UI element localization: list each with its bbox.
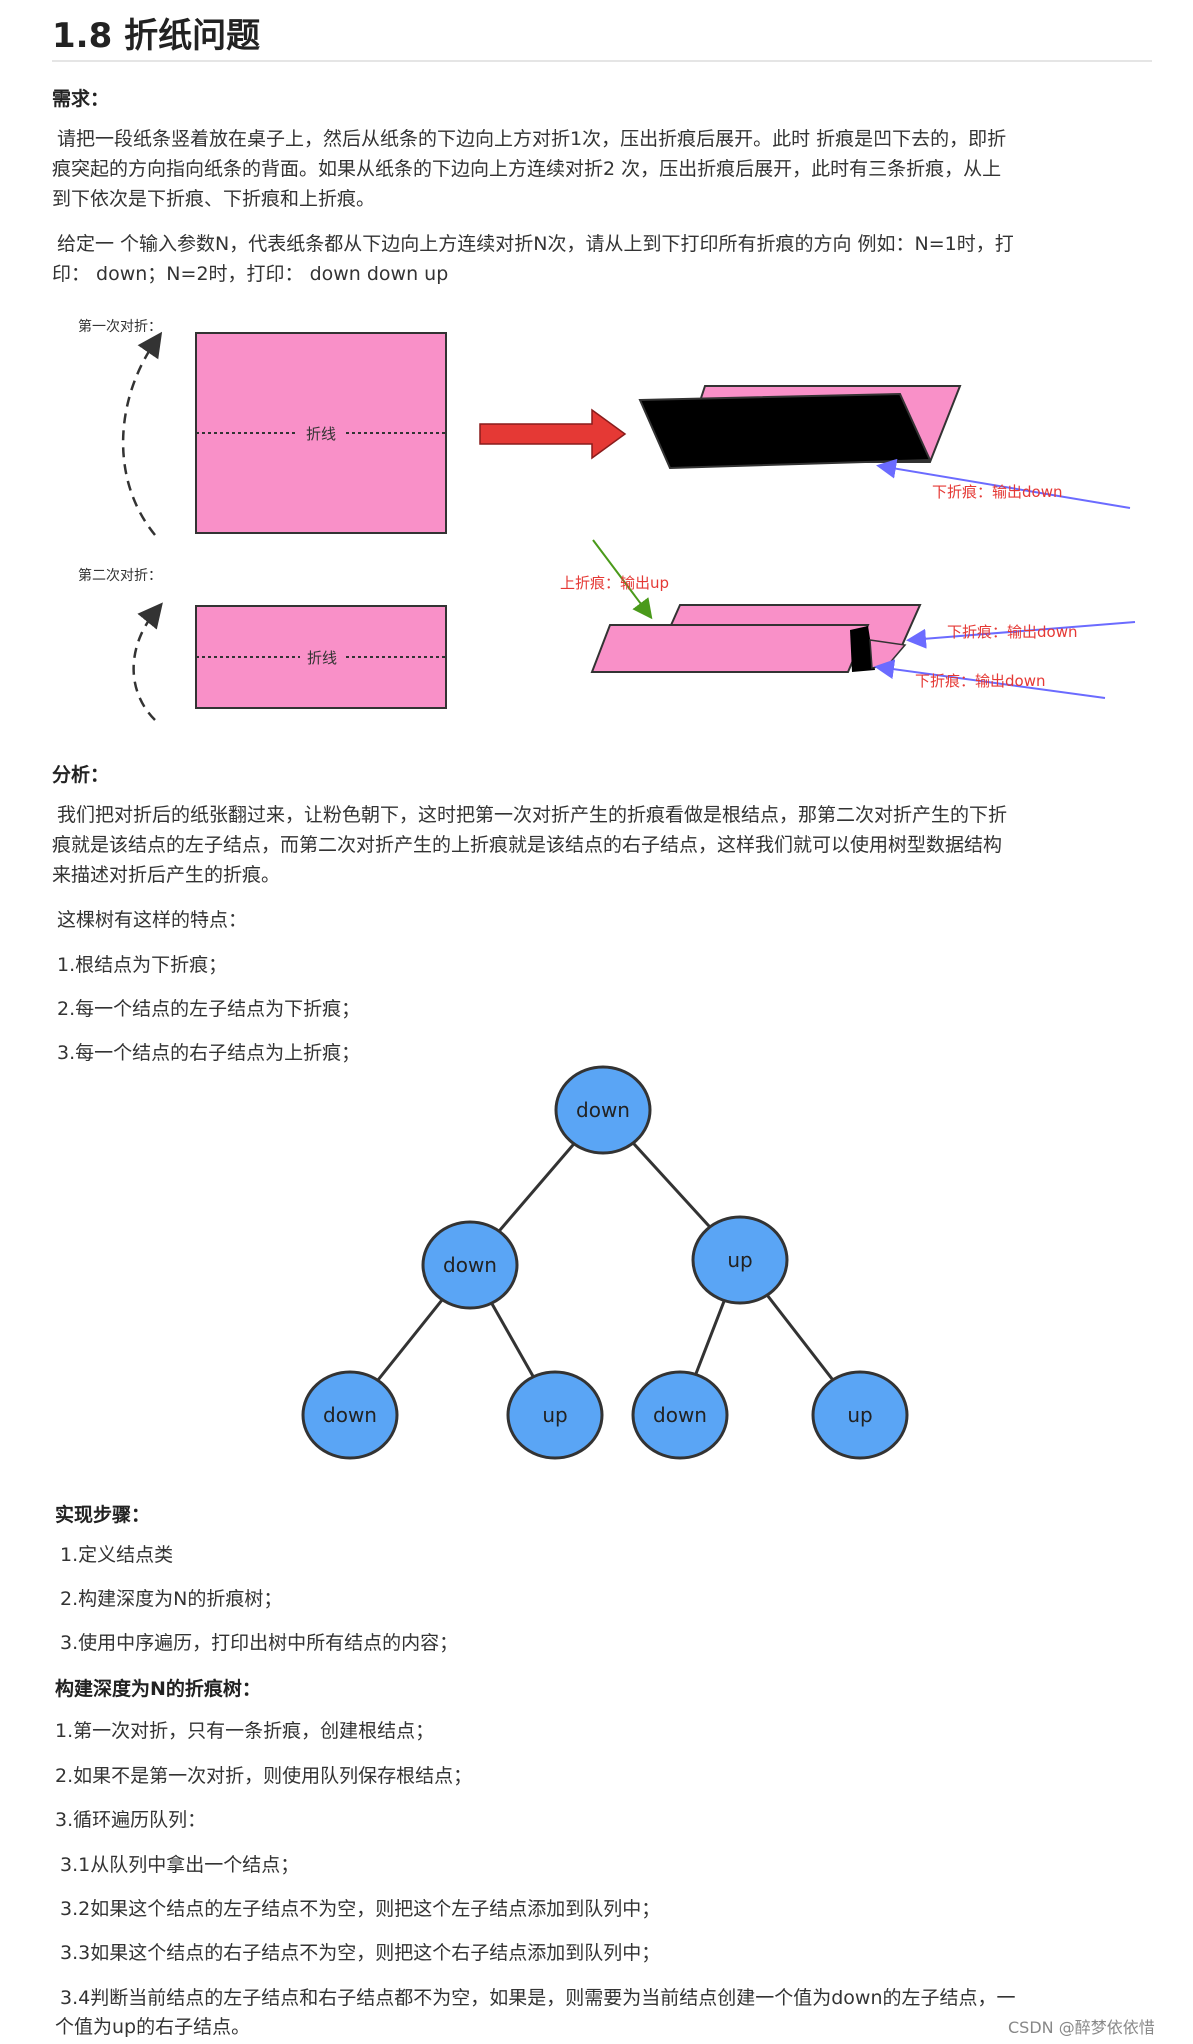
- down-crease-arrow-2: [906, 621, 1136, 649]
- step-2: 2.构建深度为N的折痕树；: [60, 1588, 283, 1610]
- requirement-line-3: 到下依次是下折痕、下折痕和上折痕。: [52, 188, 376, 210]
- requirement-example-line-2: 印： down；N=2时，打印： down down up: [52, 263, 449, 285]
- requirement-line-2: 痕突起的方向指向纸条的背面。如果从纸条的下边向上方连续对折2 次，压出折痕后展开…: [52, 158, 1002, 180]
- tree-node-rr-label: up: [847, 1403, 872, 1427]
- up-crease-arrow: [592, 539, 653, 620]
- down-crease-arrow-3: [874, 659, 1106, 699]
- build-3-1: 3.1从队列中拿出一个结点；: [60, 1854, 300, 1876]
- down-crease-label-3: 下折痕：输出down: [915, 672, 1045, 690]
- feature-2: 2.每一个结点的左子结点为下折痕；: [57, 998, 361, 1020]
- tree-node-right: [691, 1215, 789, 1305]
- features-intro: 这棵树有这样的特点：: [57, 909, 248, 931]
- tree-node-ll-label: down: [323, 1403, 377, 1427]
- folding-figure: 折线 下折痕：输出down 折线 上折痕：输出up 下折痕：输出down 下折痕…: [121, 331, 1136, 721]
- tree-node-rl-label: down: [653, 1403, 707, 1427]
- down-crease-arrow-1: [876, 458, 1131, 509]
- analysis-line-1: 我们把对折后的纸张翻过来，让粉色朝下，这时把第一次对折产生的折痕看做是根结点，那…: [57, 804, 1008, 826]
- tree-node-lr-label: up: [542, 1403, 567, 1427]
- analysis-heading: 分析：: [52, 764, 110, 786]
- title-divider: [52, 60, 1152, 62]
- up-crease-label: 上折痕：输出up: [560, 574, 669, 592]
- tree-node-lr: [506, 1370, 604, 1460]
- build-3-4-line-1: 3.4判断当前结点的左子结点和右子结点都不为空，如果是，则需要为当前结点创建一个…: [60, 1987, 1016, 2009]
- build-heading: 构建深度为N的折痕树：: [55, 1678, 261, 1700]
- build-3-4-line-2: 个值为up的右子结点。: [55, 2016, 251, 2038]
- steps-heading: 实现步骤：: [55, 1504, 151, 1526]
- second-fold-line-label: 折线: [307, 649, 337, 667]
- requirement-line-1: 请把一段纸条竖着放在桌子上，然后从纸条的下边向上方对折1次，压出折痕后展开。此时…: [57, 128, 1007, 150]
- tree-node-root-label: down: [576, 1098, 630, 1122]
- tree-node-right-label: up: [727, 1248, 752, 1272]
- feature-3: 3.每一个结点的右子结点为上折痕；: [57, 1042, 361, 1064]
- first-fold-label: 第一次对折：: [78, 319, 162, 335]
- first-fold-line-label: 折线: [306, 425, 336, 443]
- feature-1: 1.根结点为下折痕；: [57, 954, 228, 976]
- step-1: 1.定义结点类: [60, 1544, 174, 1566]
- build-2: 2.如果不是第一次对折，则使用队列保存根结点；: [55, 1765, 473, 1787]
- folded-paper-front: [638, 392, 932, 470]
- second-folded-front: [590, 624, 870, 673]
- tree-node-root: [554, 1065, 652, 1155]
- csdn-credit: CSDN @醉梦依依惜: [1008, 2018, 1155, 2037]
- first-fold-curve-arrow: [121, 331, 163, 536]
- step-3: 3.使用中序遍历，打印出树中所有结点的内容；: [60, 1632, 459, 1654]
- analysis-line-2: 痕就是该结点的左子结点，而第二次对折产生的上折痕就是该结点的右子结点，这样我们就…: [52, 834, 1003, 856]
- analysis-line-3: 来描述对折后产生的折痕。: [52, 864, 281, 886]
- second-fold-label: 第二次对折：: [78, 568, 162, 584]
- tree-node-left-label: down: [443, 1253, 497, 1277]
- build-3: 3.循环遍历队列：: [55, 1809, 207, 1831]
- tree-node-rl: [631, 1370, 729, 1460]
- build-3-2: 3.2如果这个结点的左子结点不为空，则把这个左子结点添加到队列中；: [60, 1898, 661, 1920]
- down-crease-label-1: 下折痕：输出down: [932, 483, 1062, 501]
- tree-node-ll: [301, 1370, 399, 1460]
- build-1: 1.第一次对折，只有一条折痕，创建根结点；: [55, 1720, 435, 1742]
- red-arrow-icon: [479, 408, 627, 460]
- second-fold-curve-arrow: [132, 602, 163, 721]
- page-title: 1.8 折纸问题: [52, 16, 261, 56]
- down-crease-label-2: 下折痕：输出down: [947, 623, 1077, 641]
- requirement-example-line-1: 给定一 个输入参数N，代表纸条都从下边向上方连续对折N次，请从上到下打印所有折痕…: [57, 233, 1014, 255]
- tree-node-rr: [811, 1370, 909, 1460]
- requirement-heading: 需求：: [52, 88, 110, 110]
- crease-tree-diagram: down down up down up down up: [301, 1065, 909, 1460]
- build-3-3: 3.3如果这个结点的右子结点不为空，则把这个右子结点添加到队列中；: [60, 1942, 661, 1964]
- tree-node-left: [421, 1220, 519, 1310]
